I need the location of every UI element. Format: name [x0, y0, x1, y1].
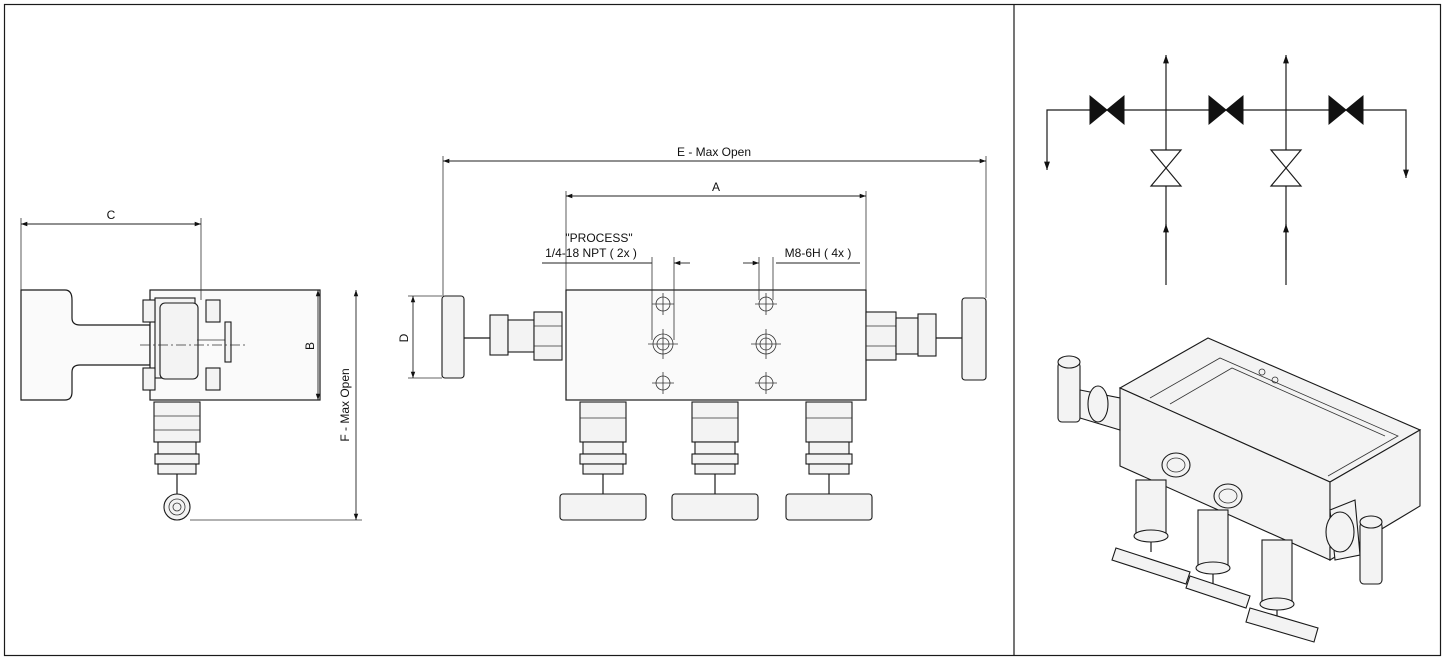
process-callout-title: "PROCESS" — [565, 231, 632, 245]
dim-f-label: F - Max Open — [338, 368, 352, 441]
side-view: C B F - Max Open — [20, 208, 362, 521]
iso-bottom-valve-2 — [1185, 509, 1251, 609]
iso-bottom-valve-1 — [1111, 479, 1191, 585]
isometric-view — [1057, 337, 1422, 643]
dim-b-label: B — [303, 342, 317, 350]
dim-e-label: E - Max Open — [677, 145, 751, 159]
dim-a-label: A — [712, 180, 720, 194]
drawing-frame — [3, 3, 1442, 657]
bottom-valve-1 — [559, 401, 647, 521]
mount-callout-thread: M8-6H ( 4x ) — [785, 246, 852, 260]
front-view: E - Max Open A D "PROCESS" 1/4-18 NPT ( … — [397, 145, 987, 521]
iso-bottom-valve-3 — [1245, 539, 1319, 643]
process-callout-thread: 1/4-18 NPT ( 2x ) — [545, 246, 637, 260]
dim-c-label: C — [107, 208, 116, 222]
flow-schematic — [1044, 55, 1409, 285]
bottom-valve-3 — [785, 401, 873, 521]
dim-d-label: D — [397, 333, 411, 342]
bottom-valve-2 — [671, 401, 759, 521]
